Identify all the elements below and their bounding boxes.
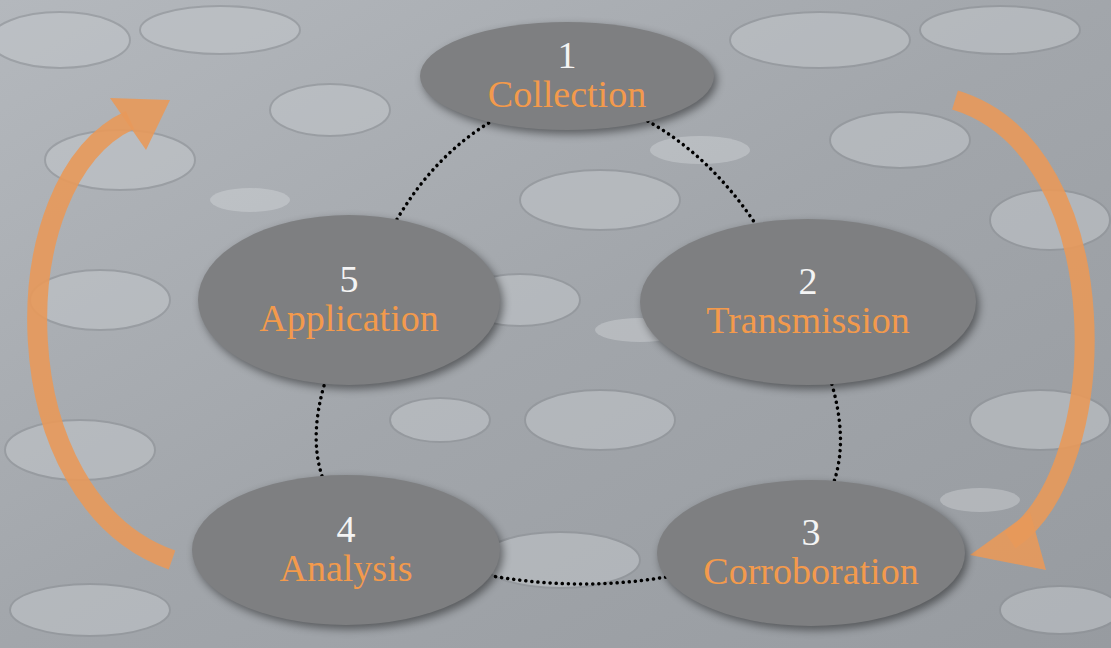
step-number: 3: [802, 514, 821, 550]
step-label: Collection: [488, 73, 646, 115]
ellipse-node: 3Corroboration: [657, 480, 965, 626]
dotted-connector: [491, 576, 666, 584]
right-arrowhead: [970, 512, 1046, 570]
step-label: Analysis: [280, 547, 413, 589]
ellipse-fill: [420, 22, 714, 130]
dotted-connector: [397, 122, 490, 219]
step-label: Transmission: [706, 299, 909, 341]
ellipse-fill: [640, 219, 976, 385]
ellipse-node: 1Collection: [420, 22, 714, 130]
ellipse-fill: [198, 215, 500, 385]
dotted-connector: [832, 384, 841, 481]
step-number: 5: [340, 261, 359, 297]
ellipse-node: 5Application: [198, 215, 500, 385]
left-arrowhead: [110, 98, 170, 150]
step-number: 2: [799, 263, 818, 299]
left-curved-arrow: [37, 120, 172, 560]
dotted-connector: [316, 384, 324, 476]
ellipse-node: 2Transmission: [640, 219, 976, 385]
step-number: 1: [558, 37, 577, 73]
ellipse-fill: [192, 475, 500, 625]
step-number: 4: [337, 511, 356, 547]
ellipse-node: 4Analysis: [192, 475, 500, 625]
step-label: Application: [259, 297, 438, 339]
dotted-connector: [648, 121, 755, 223]
step-label: Corroboration: [703, 550, 918, 592]
ellipse-fill: [657, 480, 965, 626]
right-curved-arrow: [955, 100, 1085, 540]
